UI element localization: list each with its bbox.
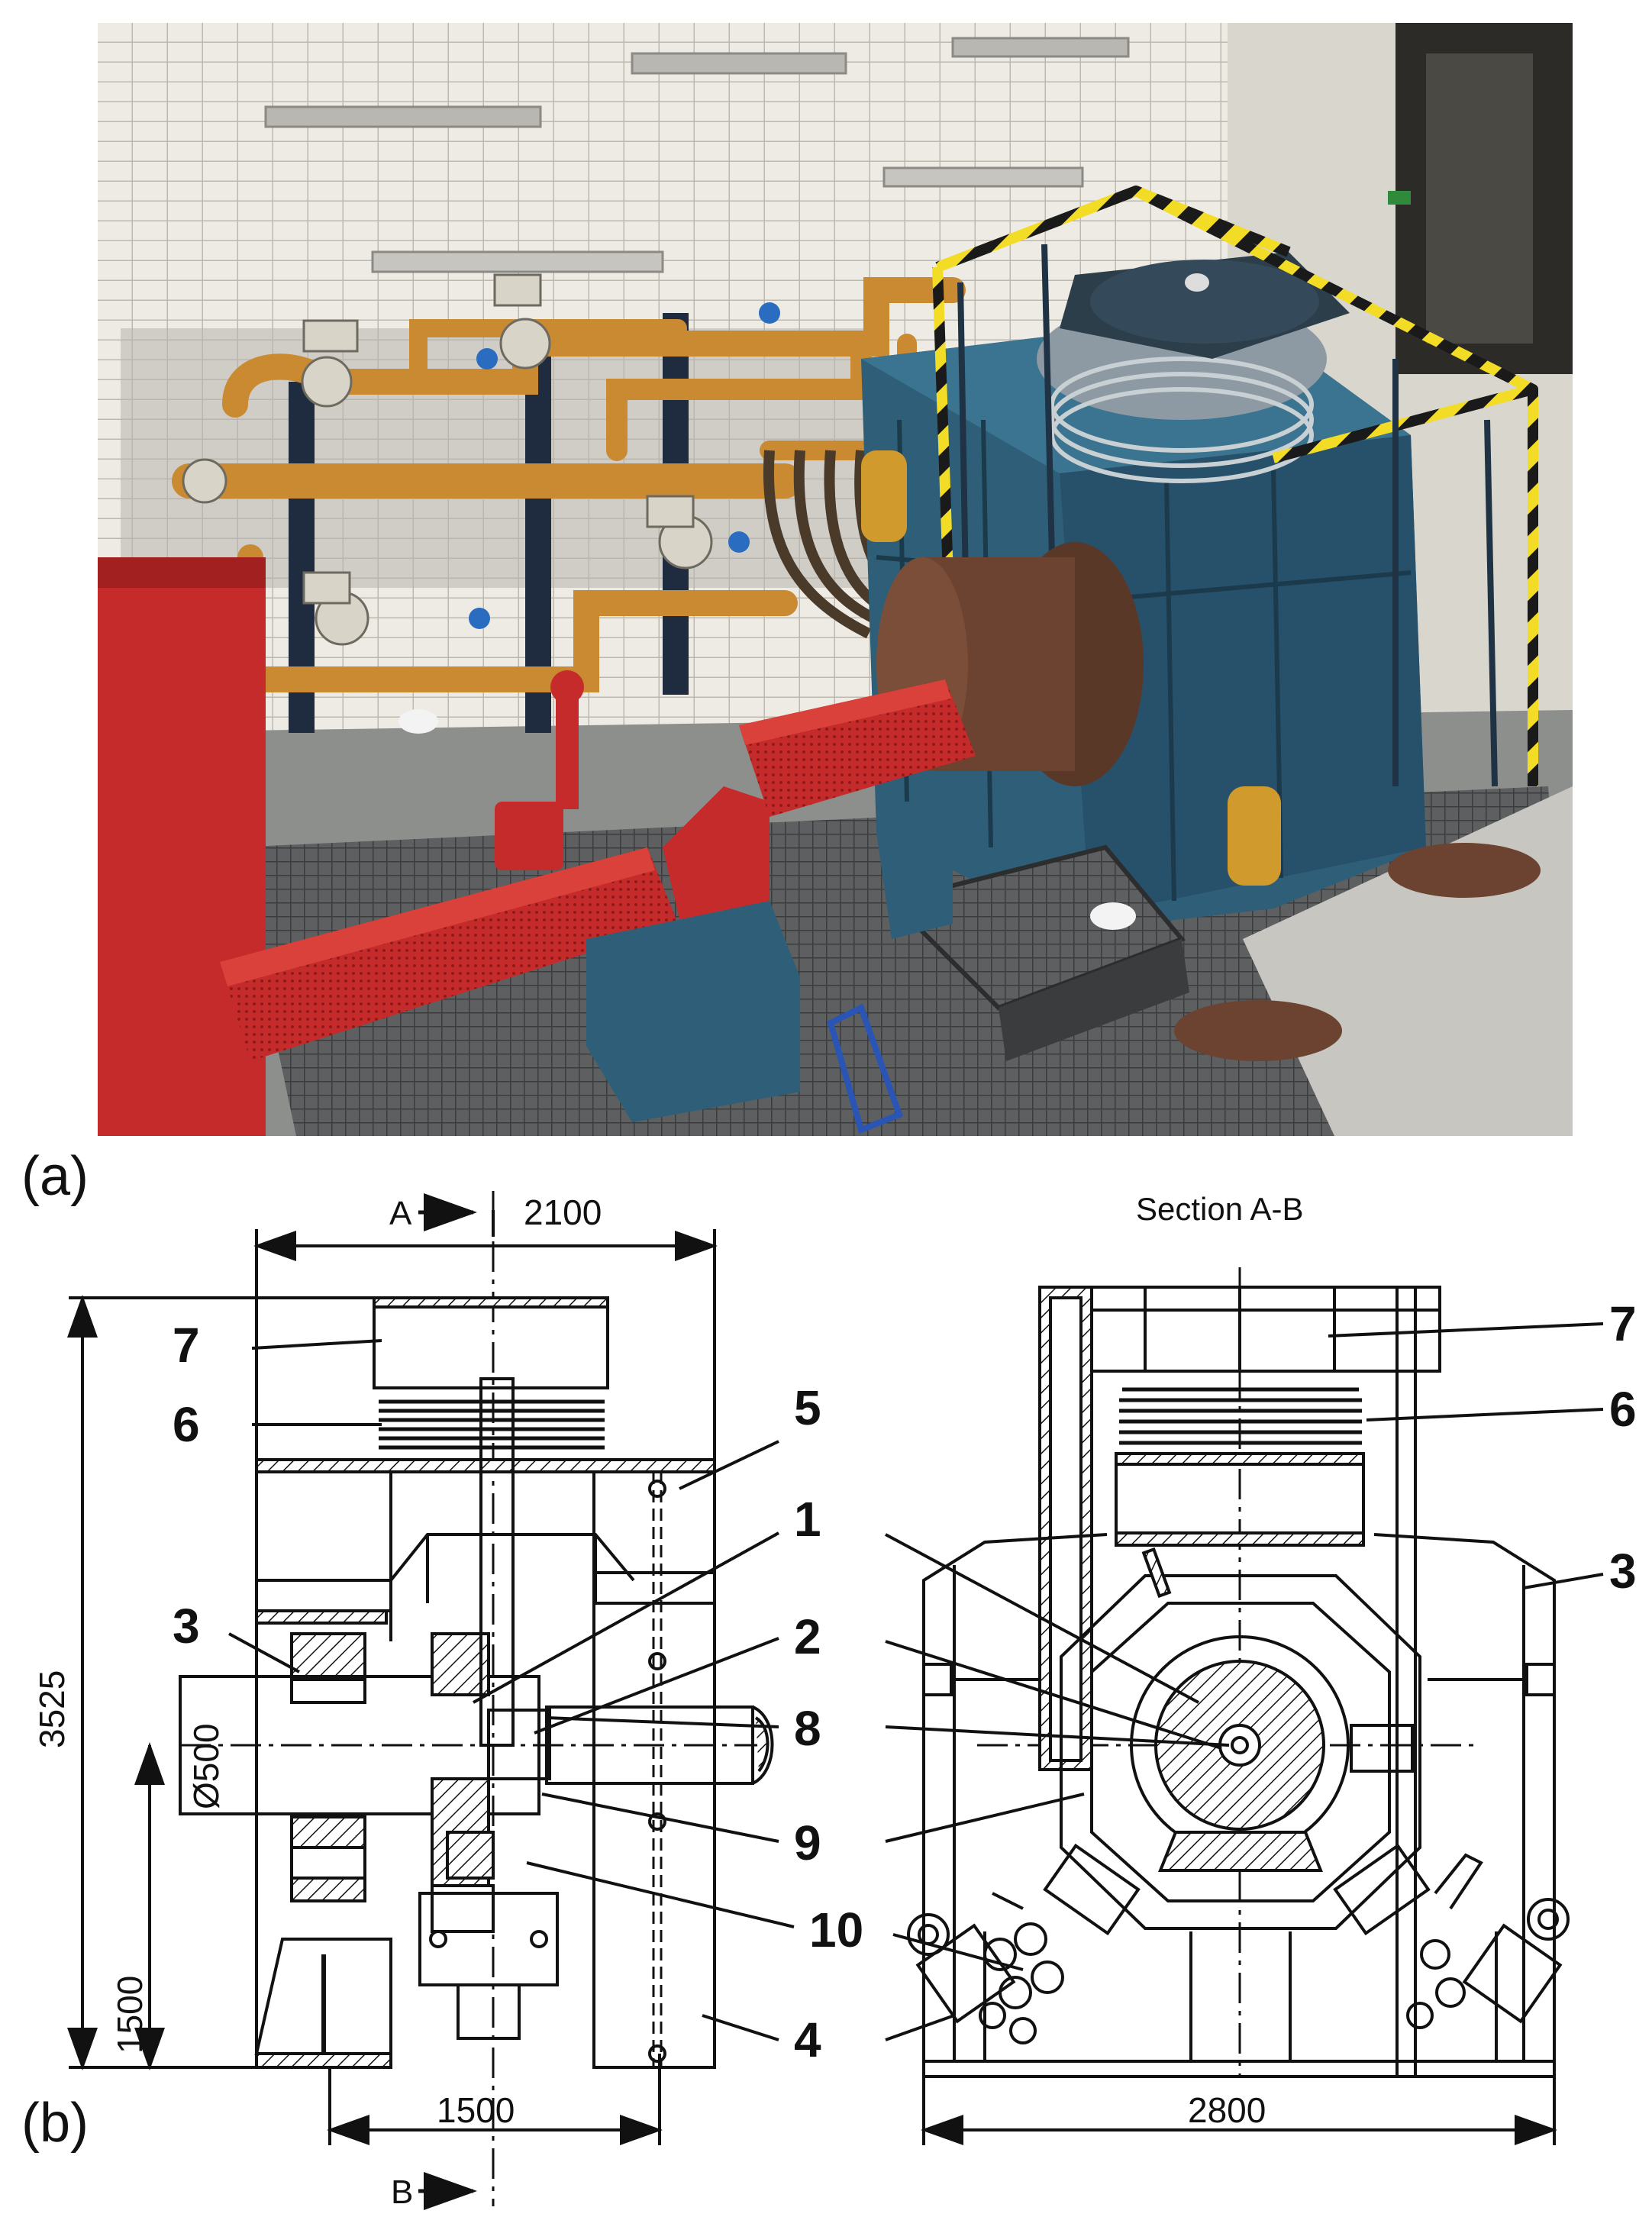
callout-left-5: 5 (794, 1380, 821, 1435)
dim-shaft-diameter: Ø500 (186, 1723, 226, 1809)
panel-a-label: (a) (21, 1146, 89, 1207)
callout-right-3: 3 (1609, 1544, 1637, 1599)
callout-right-6: 6 (1609, 1382, 1637, 1437)
section-title: Section A-B (1136, 1191, 1303, 1227)
panel-b-label: (b) (21, 2093, 89, 2154)
callout-left-1: 1 (794, 1492, 821, 1547)
callout-left-6: 6 (173, 1397, 200, 1452)
dim-section-width: 2800 (1188, 2090, 1266, 2130)
callout-left-4: 4 (794, 2012, 821, 2067)
callout-left-2: 2 (794, 1609, 821, 1664)
section-marker-b: B (391, 2173, 413, 2211)
callout-right-7: 7 (1609, 1296, 1637, 1351)
test-rig-photo (98, 23, 1573, 1136)
dim-bottom-width: 1500 (437, 2090, 515, 2130)
section-marker-a: A (389, 1195, 412, 1232)
dim-height: 3525 (32, 1670, 72, 1748)
callout-left-10: 10 (809, 1902, 863, 1957)
callout-left-9: 9 (794, 1815, 821, 1870)
dim-top-width: 2100 (524, 1192, 602, 1232)
callout-left-3: 3 (173, 1599, 200, 1654)
dim-shaft-height: 1500 (110, 1976, 150, 2054)
callout-left-8: 8 (794, 1701, 821, 1756)
callout-left-7: 7 (173, 1318, 200, 1373)
